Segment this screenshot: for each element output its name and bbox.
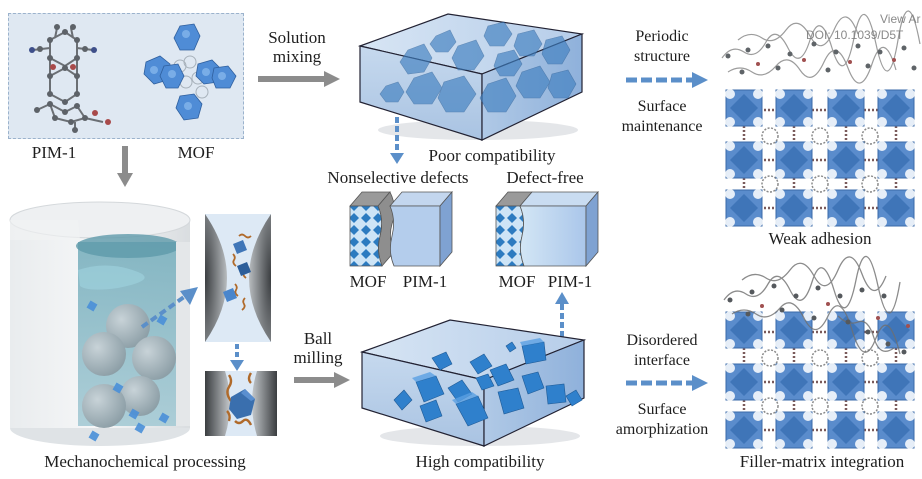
milling-ball — [82, 384, 126, 428]
mof-structure-icon — [143, 23, 237, 121]
poor-compatibility-membrane — [357, 13, 585, 141]
pim1-molecule-icon — [29, 24, 111, 133]
arrow-up-to-defect-free — [555, 292, 569, 344]
defect-free-schematic — [495, 190, 599, 268]
nonselective-defect-schematic — [349, 190, 453, 268]
milling-ball — [120, 376, 160, 416]
pim1-label: PIM-1 — [31, 143, 77, 162]
nonselective-mof-label: MOF — [349, 272, 387, 291]
solution-mixing-label-1: Solution — [268, 28, 326, 47]
surface-maintenance-label-2: maintenance — [621, 118, 703, 135]
defect-free-label: Defect-free — [506, 168, 584, 187]
surface-maintenance-label-1: Surface — [637, 98, 687, 115]
defect-free-pim1-label: PIM-1 — [547, 272, 593, 291]
weak-adhesion-caption: Weak adhesion — [768, 229, 872, 248]
nonselective-pim1-label: PIM-1 — [402, 272, 448, 291]
impact-closeup-icon — [205, 371, 277, 436]
mof-label: MOF — [177, 143, 215, 162]
arrow-down-to-jar — [117, 146, 133, 187]
high-compatibility-caption: High compatibility — [415, 452, 545, 471]
mof-node — [724, 88, 764, 128]
mof-crystal — [393, 341, 583, 427]
defect-free-mof-label: MOF — [498, 272, 536, 291]
surface-amorphization-label-2: amorphization — [615, 421, 709, 438]
poor-compatibility-caption: Poor compatibility — [428, 146, 556, 165]
high-compatibility-membrane — [359, 319, 587, 447]
periodic-structure-label-1: Periodic — [635, 28, 689, 45]
surface-amorphization-label-1: Surface — [637, 401, 687, 418]
ball-milling-jar-icon — [9, 201, 191, 446]
periodic-structure-arrow — [626, 72, 708, 88]
disordered-interface-label-1: Disordered — [626, 332, 698, 349]
weak-adhesion-structure — [721, 10, 921, 228]
nonselective-defects-label: Nonselective defects — [327, 168, 469, 187]
ball-milling-label-2: milling — [293, 348, 343, 367]
filler-matrix-integration-caption: Filler-matrix integration — [739, 452, 905, 471]
ball-milling-label-1: Ball — [303, 329, 333, 348]
ball-milling-arrow — [294, 372, 350, 388]
solution-mixing-label-2: mixing — [272, 47, 322, 66]
disordered-interface-arrow — [626, 375, 708, 391]
arrow-to-nonselective — [390, 117, 404, 164]
filler-matrix-integration-structure — [723, 255, 916, 450]
arrow-closeup-down — [230, 344, 244, 371]
watermark-view-article[interactable]: View Ar — [880, 12, 921, 26]
mechanochemical-processing-caption: Mechanochemical processing — [44, 452, 246, 471]
milling-ball — [132, 336, 176, 380]
disordered-interface-label-2: interface — [634, 352, 690, 369]
collision-closeup-icon — [205, 214, 271, 342]
periodic-structure-label-2: structure — [634, 48, 690, 65]
milling-ball — [82, 332, 126, 376]
mof-crystal — [379, 21, 577, 113]
arrow-jar-to-closeup — [140, 287, 198, 329]
solution-mixing-arrow — [258, 71, 340, 87]
